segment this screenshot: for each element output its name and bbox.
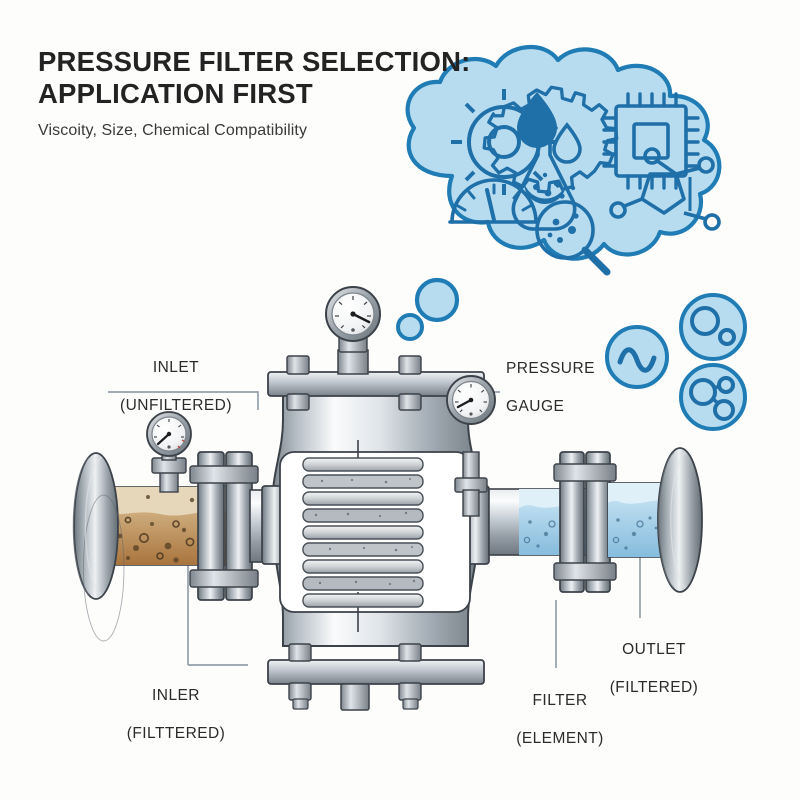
thought-bubble-small [396,313,424,341]
top-flange-bolts [286,355,422,411]
flange-bolts [189,465,259,588]
title-block: PRESSURE FILTER SELECTION: APPLICATION F… [38,46,508,140]
molecule-icon [609,147,721,231]
callout-line-2: (FILTERED) [609,678,699,696]
callout-inler-filttered: INLER (FILTTERED) [106,668,246,744]
waveform-badge [605,325,669,389]
gauge-meter-icon [448,178,540,224]
left-pressure-gauge [146,411,192,493]
filter-element-discs [302,457,424,608]
outlet-flange-pair [553,451,617,593]
callout-pressure-gauge: PRESSURE GAUGE [506,341,616,417]
page-title-line-2: APPLICATION FIRST [38,78,313,110]
drain-port [340,683,370,711]
callout-inlet-unfiltered: INLET (UNFILTERED) [108,340,244,416]
right-pressure-gauge [446,375,496,517]
outlet-pipe-assembly [488,447,703,593]
magnifier-particles-icon [535,182,611,276]
decorative-badges [605,293,747,431]
bubbles-badge [679,293,747,361]
page-title-line-1: PRESSURE FILTER SELECTION: [38,46,471,77]
filter-housing [261,286,490,711]
callout-line-1: OUTLET [622,640,686,658]
callout-outlet-filtered: OUTLET (FILTERED) [598,622,710,698]
housing-top-flange [267,349,485,411]
callout-line-2: (ELEMENT) [516,729,604,747]
top-pressure-gauge [325,286,381,353]
bottom-flange-bolts [288,643,422,710]
thought-bubble-large [414,277,460,323]
housing-bottom-flange [267,643,485,711]
callout-line-2: (UNFILTERED) [120,396,232,414]
small-droplet-icon [552,122,582,164]
inlet-flange-pair [189,451,287,601]
leader-inlet-top [108,391,259,410]
microchip-icon [602,92,700,190]
thought-cloud [396,45,722,341]
callout-line-2: (FILTTERED) [126,724,226,742]
water-droplet-icon [517,92,557,148]
callout-line-2: GAUGE [506,397,565,415]
outlet-end-flange [657,447,703,593]
molecule-badge [679,363,747,431]
callout-line-1: FILTER [532,691,588,709]
inlet-end-flange [72,452,125,642]
callout-line-1: INLER [152,686,200,704]
callout-line-1: INLET [152,358,200,376]
callout-line-1: PRESSURE [506,359,595,377]
page-subtitle: Viscoity, Size, Chemical Compatibility [38,121,308,139]
callout-filter-element: FILTER (ELEMENT) [505,673,615,749]
